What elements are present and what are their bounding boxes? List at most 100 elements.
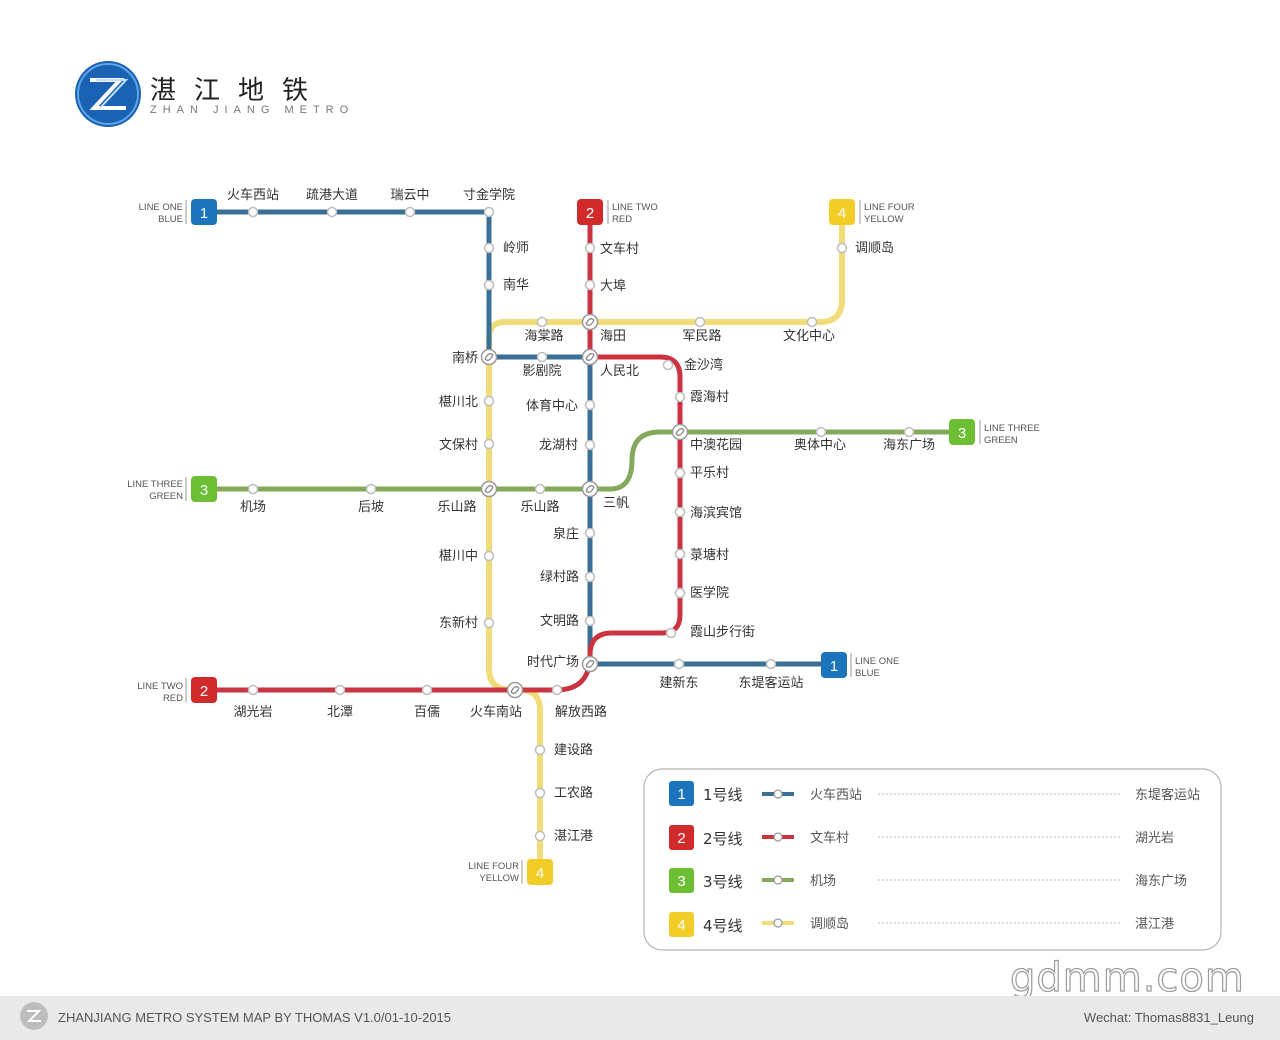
station-dot[interactable] xyxy=(536,316,548,328)
station-dot[interactable] xyxy=(404,206,416,218)
station-label[interactable]: 影剧院 xyxy=(522,364,561,379)
station-label[interactable]: 海田 xyxy=(600,329,626,344)
station-dot[interactable] xyxy=(584,399,596,411)
station-dot[interactable] xyxy=(483,617,495,629)
station-dot[interactable] xyxy=(534,744,546,756)
station-dot[interactable] xyxy=(674,587,686,599)
interchange-icon[interactable] xyxy=(480,348,498,366)
station-label[interactable]: 平乐村 xyxy=(690,466,729,481)
station-dot[interactable] xyxy=(674,467,686,479)
station-dot[interactable] xyxy=(584,571,596,583)
station-dot[interactable] xyxy=(694,316,706,328)
station-label[interactable]: 文明路 xyxy=(540,613,579,629)
station-label[interactable]: 文车村 xyxy=(600,241,639,257)
station-label[interactable]: 湖光岩 xyxy=(233,705,272,720)
station-dot[interactable] xyxy=(247,684,259,696)
station-dot[interactable] xyxy=(534,787,546,799)
station-dot[interactable] xyxy=(665,627,677,639)
station-label[interactable]: 建新东 xyxy=(659,675,698,691)
station-label[interactable]: 文保村 xyxy=(439,438,478,453)
station-dot[interactable] xyxy=(483,438,495,450)
station-label[interactable]: 东新村 xyxy=(439,615,478,631)
station-dot[interactable] xyxy=(674,391,686,403)
station-dot[interactable] xyxy=(765,658,777,670)
station-label[interactable]: 海棠路 xyxy=(524,328,563,344)
interchange-icon[interactable] xyxy=(671,423,689,441)
station-dot[interactable] xyxy=(534,483,546,495)
station-label[interactable]: 火车西站 xyxy=(227,187,279,203)
station-label[interactable]: 霞山步行街 xyxy=(690,625,755,640)
terminal-line2-west[interactable]: 2 LINE TWO RED xyxy=(137,677,217,704)
terminal-line1-west[interactable]: 1 LINE ONE BLUE xyxy=(139,199,217,225)
station-dot[interactable] xyxy=(584,439,596,451)
station-label[interactable]: 乐山路 xyxy=(437,499,476,515)
interchange-icon[interactable] xyxy=(581,480,599,498)
station-dot[interactable] xyxy=(806,316,818,328)
station-label[interactable]: 东堤客运站 xyxy=(738,675,803,691)
station-dot[interactable] xyxy=(326,206,338,218)
station-dot[interactable] xyxy=(584,615,596,627)
station-dot[interactable] xyxy=(483,550,495,562)
interchange-icon[interactable] xyxy=(581,655,599,673)
station-label[interactable]: 医学院 xyxy=(690,585,729,601)
station-label[interactable]: 中澳花园 xyxy=(690,437,742,453)
station-label[interactable]: 文化中心 xyxy=(783,329,835,344)
interchange-icon[interactable] xyxy=(581,313,599,331)
station-dot[interactable] xyxy=(584,527,596,539)
station-dot[interactable] xyxy=(674,506,686,518)
station-label[interactable]: 南华 xyxy=(503,277,529,293)
station-label[interactable]: 后坡 xyxy=(358,500,384,515)
station-dot[interactable] xyxy=(836,242,848,254)
station-dot[interactable] xyxy=(534,830,546,842)
station-label[interactable]: 海滨宾馆 xyxy=(690,505,742,521)
station-label[interactable]: 大埠 xyxy=(600,279,626,294)
station-dot[interactable] xyxy=(483,395,495,407)
station-dot[interactable] xyxy=(903,426,915,438)
legend-row-line2[interactable]: 2 2号线 文车村 湖光岩 xyxy=(669,825,1174,850)
station-label[interactable]: 乐山路 xyxy=(520,499,559,515)
station-label[interactable]: 湛江港 xyxy=(554,829,593,844)
station-label[interactable]: 北潭 xyxy=(327,705,353,720)
station-label[interactable]: 建设路 xyxy=(554,742,593,758)
station-label[interactable]: 百儒 xyxy=(414,705,440,720)
station-label[interactable]: 金沙湾 xyxy=(684,357,723,373)
station-label[interactable]: 奥体中心 xyxy=(794,438,846,453)
station-dot[interactable] xyxy=(536,351,548,363)
terminal-line3-east[interactable]: 3 LINE THREE GREEN xyxy=(949,419,1040,446)
interchange-icon[interactable] xyxy=(480,480,498,498)
station-dot[interactable] xyxy=(483,242,495,254)
station-dot[interactable] xyxy=(584,242,596,254)
station-label[interactable]: 火车南站 xyxy=(470,704,522,720)
station-dot[interactable] xyxy=(483,206,495,218)
legend-row-line4[interactable]: 4 4号线 调顺岛 湛江港 xyxy=(669,912,1174,937)
station-dot[interactable] xyxy=(551,684,563,696)
station-label[interactable]: 南桥 xyxy=(452,350,478,366)
station-label[interactable]: 工农路 xyxy=(554,785,593,801)
legend-row-line3[interactable]: 3 3号线 机场 海东广场 xyxy=(669,868,1187,893)
station-dot[interactable] xyxy=(365,483,377,495)
station-label[interactable]: 龙湖村 xyxy=(539,438,578,453)
station-label[interactable]: 椹川北 xyxy=(439,395,478,410)
station-label[interactable]: 时代广场 xyxy=(527,655,579,670)
station-label[interactable]: 体育中心 xyxy=(526,398,578,414)
station-label[interactable]: 寸金学院 xyxy=(463,187,515,203)
station-label[interactable]: 泉庄 xyxy=(553,526,579,542)
station-dot[interactable] xyxy=(421,684,433,696)
station-label[interactable]: 解放西路 xyxy=(555,704,607,720)
terminal-line2-north[interactable]: 2 LINE TWO RED xyxy=(577,199,658,225)
station-dot[interactable] xyxy=(483,279,495,291)
station-dot[interactable] xyxy=(673,658,685,670)
station-label[interactable]: 霞海村 xyxy=(690,390,729,405)
station-label[interactable]: 三帆 xyxy=(603,496,629,511)
interchange-icon[interactable] xyxy=(581,348,599,366)
station-dot[interactable] xyxy=(247,483,259,495)
station-label[interactable]: 菉塘村 xyxy=(690,547,729,563)
station-dot[interactable] xyxy=(247,206,259,218)
terminal-line3-west[interactable]: 3 LINE THREE GREEN xyxy=(127,476,217,502)
station-dot[interactable] xyxy=(584,279,596,291)
station-label[interactable]: 椹川中 xyxy=(439,549,478,564)
station-label[interactable]: 人民北 xyxy=(600,364,639,379)
legend-row-line1[interactable]: 1 1号线 火车西站 东堤客运站 xyxy=(669,781,1200,806)
terminal-line4-north[interactable]: 4 LINE FOUR YELLOW xyxy=(829,199,915,225)
station-label[interactable]: 岭师 xyxy=(503,241,529,256)
